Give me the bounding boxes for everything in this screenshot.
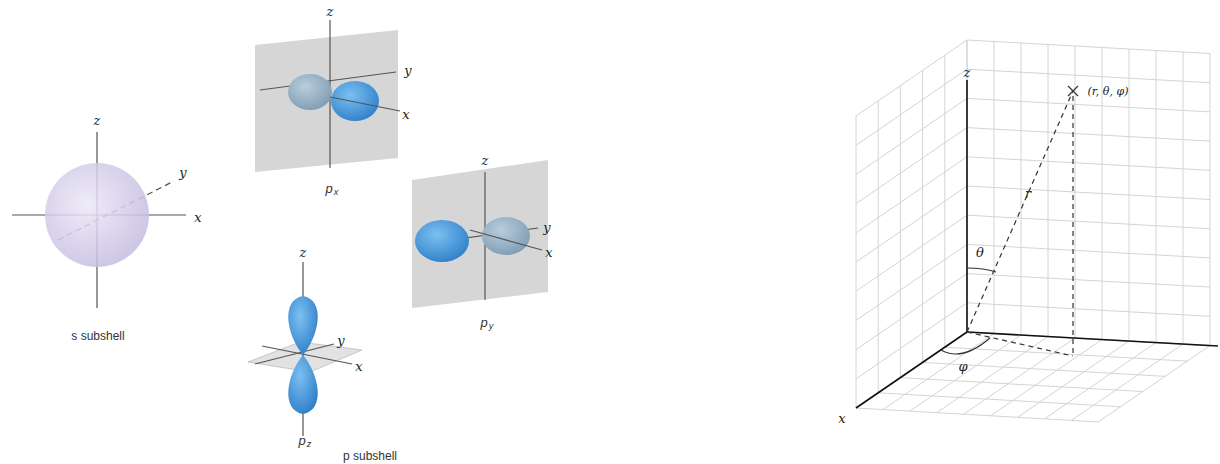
axis-label: x (355, 360, 362, 373)
grid-line (856, 274, 967, 350)
orbital-subscript: x (334, 188, 339, 197)
grid-line (967, 303, 1210, 317)
grid-line (1045, 343, 1156, 419)
axis-label: x (194, 211, 201, 224)
grid-line (856, 40, 967, 116)
axis-label: z (94, 114, 101, 127)
axis-label: y (404, 64, 411, 77)
pz-orbital (248, 262, 362, 436)
grid-line (964, 338, 1075, 414)
grid-line (991, 340, 1102, 416)
orbital-subscript: y (489, 322, 494, 331)
grid-line (967, 244, 1210, 258)
grid-line (856, 244, 967, 320)
grid-line (856, 303, 967, 379)
grid-line (967, 69, 1210, 83)
grid-line (967, 128, 1210, 142)
grid-line (878, 393, 1121, 407)
caption: s subshell (71, 330, 124, 342)
axis-label: y (543, 221, 550, 234)
grid-line (856, 157, 967, 233)
py-orbital (412, 160, 548, 308)
px-orbital (255, 20, 400, 172)
grid-line (1072, 344, 1183, 420)
grid-line (967, 274, 1210, 288)
grid-line (856, 332, 967, 408)
grid-line (967, 40, 968, 332)
grid-line (967, 40, 968, 332)
orbital-label: p (298, 434, 305, 447)
orbital-label: p (480, 316, 487, 329)
axis-label: y (179, 166, 186, 179)
axis-label: z (327, 5, 334, 18)
grid-line (967, 186, 1210, 200)
angle-label: φ (958, 360, 967, 373)
axis-label: z (482, 154, 489, 167)
axis-label: z (300, 246, 307, 259)
axis-label: x (545, 246, 552, 259)
orbital-subscript: z (307, 440, 312, 449)
grid-line (967, 40, 1210, 54)
grid-line (856, 408, 1099, 422)
point-label: (r, θ, φ) (1088, 86, 1129, 97)
grid-line (967, 98, 1210, 112)
grid-line (937, 337, 1048, 413)
caption: p subshell (343, 450, 397, 462)
grid-line (900, 378, 1143, 392)
grid-line (856, 128, 967, 204)
s-orbital (12, 132, 186, 308)
grid-line (910, 335, 1021, 411)
axis-label: x (838, 412, 845, 425)
spherical-axes (856, 80, 1218, 408)
grid-line (1099, 346, 1210, 422)
grid-line (856, 98, 967, 174)
orbital-label: p (325, 182, 332, 195)
radius-label: r (1025, 187, 1031, 200)
grid-line (967, 215, 1210, 229)
axis-label: y (337, 334, 344, 347)
grid-line (856, 186, 967, 262)
angle-label: θ (976, 246, 984, 259)
grid-line (856, 69, 967, 145)
grid-line (967, 157, 1210, 171)
grid-line (856, 215, 967, 291)
axis-label: z (964, 66, 971, 79)
axis-label: x (402, 108, 409, 121)
grid-line (883, 334, 994, 410)
